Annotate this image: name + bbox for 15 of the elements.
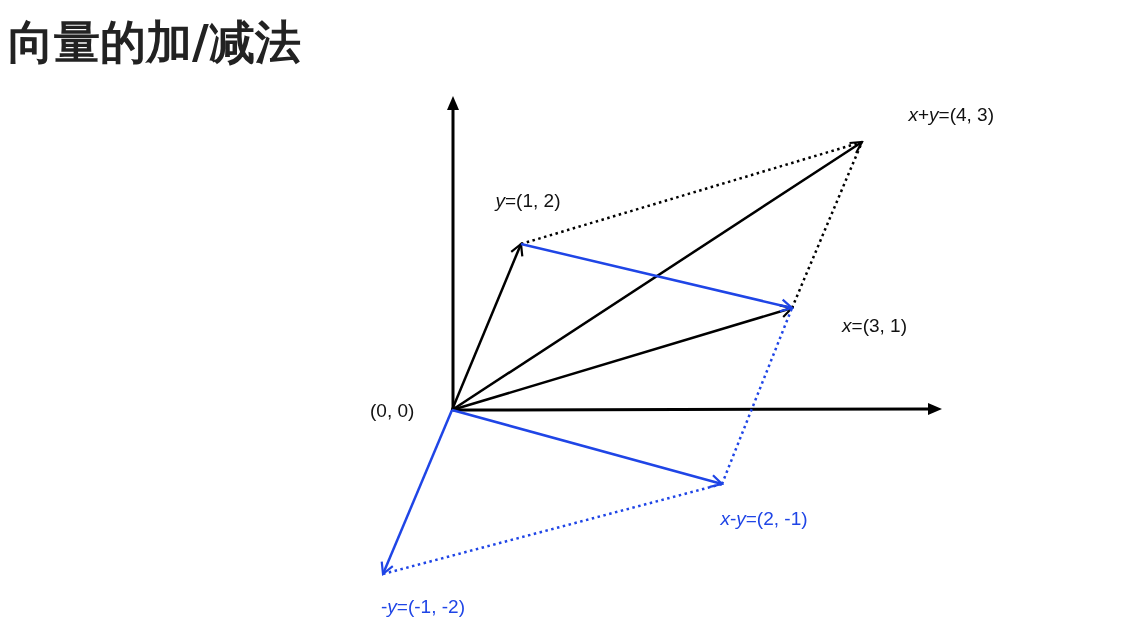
dotted-line xyxy=(382,482,723,576)
dotted-line xyxy=(520,140,863,246)
title: 向量的加/减法 xyxy=(8,14,301,70)
point-label: x-y=(2, -1) xyxy=(700,484,828,530)
vector-arrow xyxy=(520,242,794,313)
point-label: x=(3, 1) xyxy=(792,308,907,337)
point-label: y=(1, 2) xyxy=(482,190,574,244)
point-label: -y=(-1, -2) xyxy=(360,574,486,618)
vector-arrow xyxy=(450,242,524,411)
point-label: x+y=(4, 3) xyxy=(862,104,994,142)
vector-arrow xyxy=(380,409,454,576)
vector-arrow xyxy=(451,140,864,412)
vector-arrow xyxy=(451,408,724,488)
dotted-line xyxy=(720,307,794,485)
point-label: (0, 0) xyxy=(370,399,452,423)
